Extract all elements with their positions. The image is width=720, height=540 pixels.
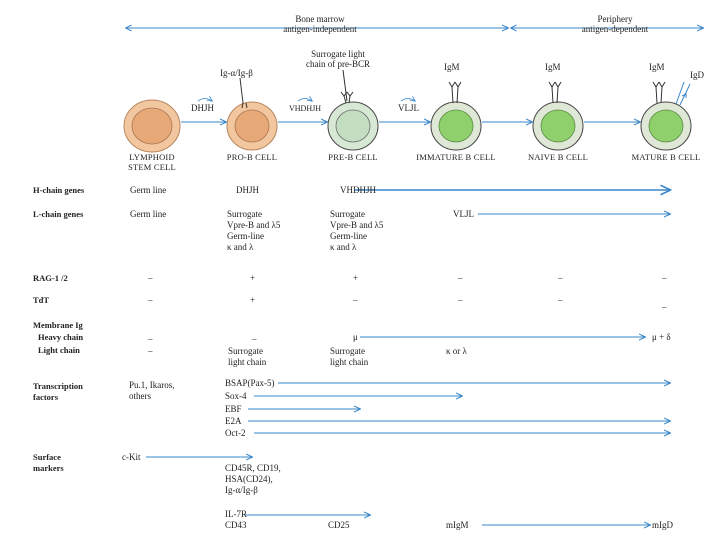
l-chain-pre-b: Surrogate Vpre-B and λ5 Germ-line κ and …: [330, 209, 384, 252]
cell-name-immature-b: IMMATURE B CELL: [416, 152, 496, 162]
row-label-light-chain: Light chain: [38, 345, 80, 355]
naive-b-cell-drawing: [532, 101, 584, 151]
igm-receptor-icon-immature: [448, 81, 462, 104]
heavy-chain-mature-b: μ + δ: [652, 332, 671, 342]
rag-mature-b: –: [662, 273, 667, 283]
light-chain-pro-b: Surrogate light chain: [228, 346, 267, 367]
rag-pro-b: +: [250, 273, 256, 283]
periphery-label: Periphery antigen-dependent: [581, 14, 649, 34]
tdt-naive-b: –: [558, 295, 563, 305]
tf-oct2: Oct-2: [225, 428, 246, 438]
heavy-chain-pre-b: μ: [353, 332, 358, 342]
tf-stem: Pu.1, Ikaros, others: [129, 380, 175, 401]
row-label-rag: RAG-1 /2: [33, 273, 68, 283]
sm-cd25: CD25: [328, 520, 350, 530]
tf-sox4: Sox-4: [225, 391, 247, 401]
igd-label: IgD: [690, 70, 704, 80]
tdt-pre-b: –: [353, 295, 358, 305]
tf-bsap: BSAP(Pax-5): [225, 378, 275, 388]
bone-marrow-label: Bone marrow antigen-independent: [283, 14, 357, 34]
row-label-transcription-factors: Transcription factors: [33, 381, 83, 402]
l-chain-stem: Germ line: [130, 209, 167, 219]
cell-name-naive-b: NAIVE B CELL: [527, 152, 588, 162]
sm-il7r: IL-7R: [225, 509, 247, 519]
sm-migm: mIgM: [446, 520, 469, 530]
light-chain-pre-b: Surrogate light chain: [330, 346, 369, 367]
lymphoid-stem-cell-drawing: [123, 99, 181, 153]
row-label-surface-markers: Surface markers: [33, 452, 64, 473]
ig-alpha-beta-receptor-icon: [239, 77, 248, 109]
cell-name-mature-b: MATURE B CELL: [631, 152, 701, 162]
light-chain-stem: –: [148, 346, 153, 356]
curved-arrow-3: [400, 99, 415, 102]
sm-cd43: CD43: [225, 520, 247, 530]
tdt-stem: –: [148, 295, 153, 305]
tdt-immature-b: –: [458, 295, 463, 305]
igm-receptor-icon-mature: [652, 81, 666, 104]
igm-label-mature: IgM: [649, 62, 665, 72]
mature-b-cell-drawing: [640, 101, 692, 151]
tdt-pro-b: +: [250, 295, 256, 305]
igm-label-naive: IgM: [545, 62, 561, 72]
row-label-h-chain: H-chain genes: [33, 185, 85, 195]
ig-alpha-beta-label: Ig-α/Ig-β: [220, 68, 253, 78]
row-label-membrane-ig: Membrane Ig: [33, 320, 83, 330]
igm-receptor-icon-naive: [548, 81, 562, 104]
h-chain-pro-b: DHJH: [236, 185, 260, 195]
igd-receptor-icon: [675, 81, 691, 106]
sm-migd: mIgD: [652, 520, 673, 530]
sm-cd45-cd19: CD45R, CD19, HSA(CD24), Ig-α/Ig-β: [225, 463, 281, 495]
tdt-mature-b: –: [662, 302, 667, 312]
cell-name-pre-b: PRE-B CELL: [328, 152, 378, 162]
rag-immature-b: –: [458, 273, 463, 283]
sm-ckit: c-Kit: [122, 452, 141, 462]
transition-dhjh-label: DHJH: [191, 103, 215, 113]
rag-pre-b: +: [353, 273, 359, 283]
transition-vhdhjh-label: VHDHJH: [289, 104, 321, 113]
immature-b-cell-drawing: [430, 101, 482, 151]
tf-ebf: EBF: [225, 404, 242, 414]
cell-name-stem: LYMPHOID STEM CELL: [128, 152, 176, 172]
rag-naive-b: –: [558, 273, 563, 283]
heavy-chain-pro-b: –: [252, 334, 257, 344]
row-label-tdt: TdT: [33, 295, 50, 305]
curved-arrow-1: [197, 99, 212, 102]
heavy-chain-stem: –: [148, 334, 153, 344]
curved-arrow-2: [297, 99, 312, 102]
row-label-l-chain: L-chain genes: [33, 209, 84, 219]
row-label-heavy-chain: Heavy chain: [38, 332, 84, 342]
pro-b-cell-drawing: [226, 101, 278, 151]
cell-name-pro-b: PRO-B CELL: [226, 152, 278, 162]
l-chain-immature-b: VLJL: [453, 209, 474, 219]
rag-stem: –: [148, 273, 153, 283]
tf-e2a: E2A: [225, 416, 242, 426]
h-chain-stem: Germ line: [130, 185, 167, 195]
light-chain-immature-b: κ or λ: [446, 346, 467, 356]
l-chain-pro-b: Surrogate Vpre-B and λ5 Germ-line κ and …: [227, 209, 281, 252]
pre-bcr-receptor-icon: [340, 69, 354, 104]
pre-b-cell-drawing: [327, 101, 379, 151]
surrogate-light-chain-label: Surrogate light chain of pre-BCR: [306, 49, 370, 69]
igm-label-immature: IgM: [444, 62, 460, 72]
h-chain-pre-b: VHDHJH: [340, 185, 376, 195]
transition-vljl-label: VLJL: [398, 103, 419, 113]
